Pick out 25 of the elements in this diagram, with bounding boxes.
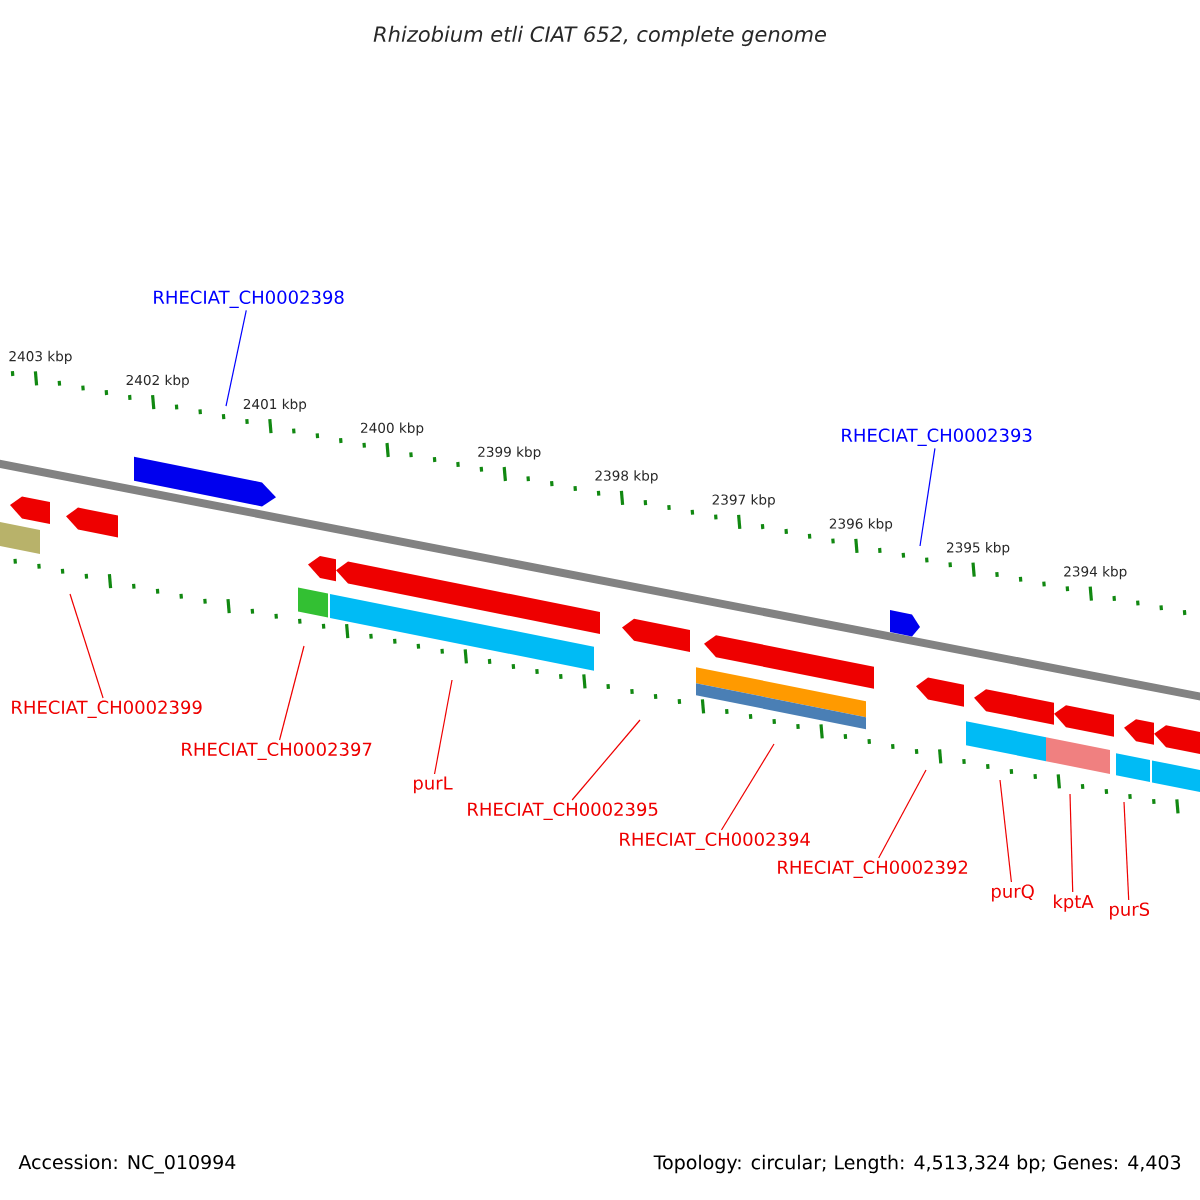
leader-line [1069, 793, 1074, 893]
leader-line [278, 645, 305, 741]
gene-label: RHECIAT_CH0002398 [154, 290, 344, 308]
leader-line [225, 309, 247, 407]
title: Rhizobium etli CIAT 652, complete genome [373, 25, 826, 47]
gene-label: purL [414, 776, 453, 794]
gene-label: RHECIAT_CH0002392 [778, 860, 968, 878]
leader-line [919, 447, 936, 547]
leader-line [433, 679, 453, 775]
leader-line [1123, 801, 1130, 901]
accession-label: Accession: NC_010994 [18, 1154, 236, 1174]
leader-line [69, 593, 104, 699]
gene-label: RHECIAT_CH0002394 [620, 832, 810, 850]
gene-label: RHECIAT_CH0002397 [182, 742, 372, 760]
gene-label: kptA [1054, 894, 1094, 912]
gene-label: RHECIAT_CH0002395 [468, 802, 658, 820]
leader-line [878, 769, 927, 859]
gene-label: RHECIAT_CH0002399 [12, 700, 202, 718]
gene-label: purQ [992, 884, 1034, 902]
leader-line [720, 743, 775, 831]
leader-line [571, 719, 641, 801]
gene-label: RHECIAT_CH0002393 [842, 428, 1032, 446]
gene-label: purS [1110, 902, 1150, 920]
leader-line [999, 779, 1012, 883]
genome-info: Topology: circular; Length: 4,513,324 bp; Genes: 4,403 [653, 1154, 1181, 1174]
